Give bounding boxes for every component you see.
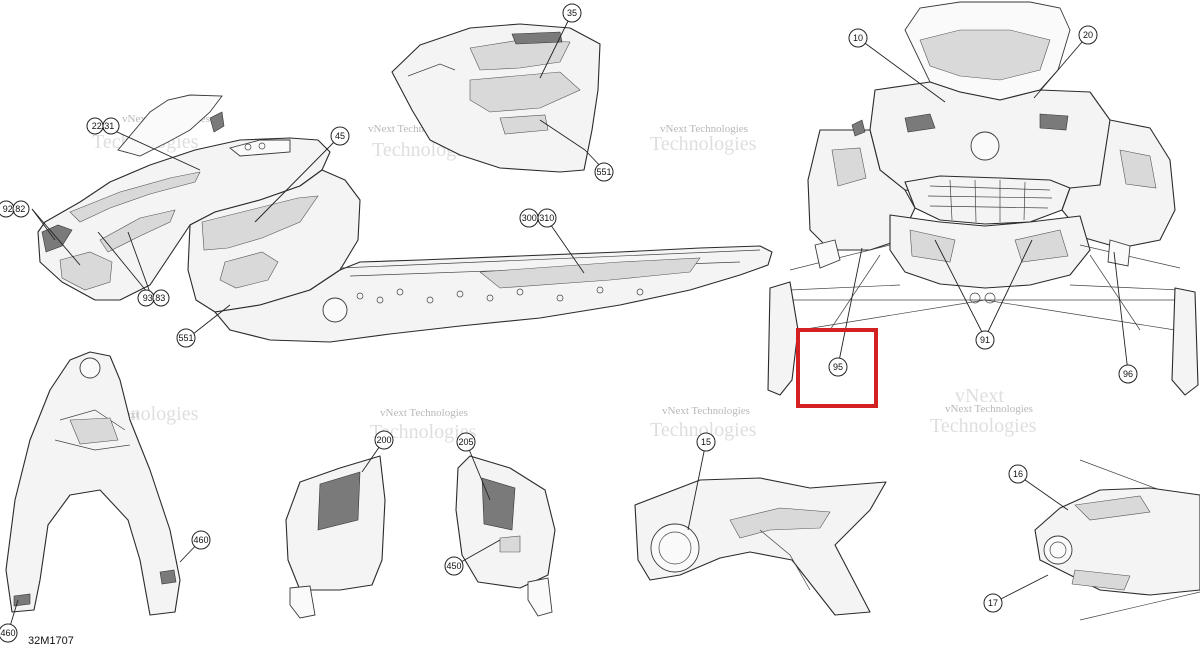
callout-number: 300,310 [522, 213, 555, 223]
callout-300-310[interactable]: 300,310 [519, 208, 557, 228]
console-small-drawing [1034, 459, 1200, 621]
callout-35[interactable]: 35 [562, 3, 582, 23]
callout-number: 92,82 [3, 204, 26, 214]
callout-number: 91 [980, 335, 990, 345]
watermark-text: vNext Technologies [945, 403, 1033, 415]
watermark-text: vNext Technologies [662, 405, 750, 417]
callout-number: 460 [0, 628, 15, 638]
callout-number: 551 [178, 333, 193, 343]
front-view-drawing [767, 1, 1199, 396]
callout-number: 35 [567, 8, 577, 18]
callout-number: 205 [458, 437, 473, 447]
callout-number: 16 [1013, 469, 1023, 479]
watermark-text: vNext [955, 385, 1004, 407]
callout-number: 20 [1083, 30, 1093, 40]
callout-number: 22,31 [92, 121, 115, 131]
watermark-text: vNext Technologies [660, 123, 748, 135]
grille-slats [927, 179, 1053, 223]
callout-number: 460 [193, 535, 208, 545]
tunnel-rivets [356, 286, 644, 304]
watermark-text: Technologies [370, 421, 477, 443]
side-body-panel-drawing [37, 94, 773, 343]
callout-number: 93,83 [143, 293, 166, 303]
callout-460-left[interactable]: 460 [0, 623, 18, 643]
callout-551-upper[interactable]: 551 [594, 162, 614, 182]
belly-pan-drawing [5, 351, 181, 616]
lower-side-panels-drawing [285, 455, 556, 619]
callout-91[interactable]: 91 [975, 330, 995, 350]
watermark-text: vNext Technologies [380, 407, 468, 419]
leader-lines [7, 12, 1129, 634]
callout-92-82[interactable]: 92,82 [0, 200, 30, 218]
callout-number: 95 [833, 362, 843, 372]
highlight-box [796, 328, 878, 408]
callout-45[interactable]: 45 [330, 126, 350, 146]
callout-number: 45 [335, 131, 345, 141]
callout-96[interactable]: 96 [1118, 364, 1138, 384]
callout-95[interactable]: 95 [828, 357, 848, 377]
callout-20[interactable]: 20 [1078, 25, 1098, 45]
callout-22-31[interactable]: 22,31 [86, 117, 120, 135]
callout-number: 200 [376, 435, 391, 445]
callout-93-83[interactable]: 93,83 [137, 289, 170, 307]
callout-460-right[interactable]: 460 [191, 530, 211, 550]
callout-16[interactable]: 16 [1008, 464, 1028, 484]
watermark-text: Technologies [650, 133, 757, 155]
drawing-reference-code: 32M1707 [28, 635, 74, 647]
callout-15[interactable]: 15 [696, 432, 716, 452]
callout-number: 551 [596, 167, 611, 177]
callout-205[interactable]: 205 [456, 432, 476, 452]
callout-551-lower[interactable]: 551 [176, 328, 196, 348]
callout-450[interactable]: 450 [444, 556, 464, 576]
callout-17[interactable]: 17 [983, 593, 1003, 613]
callout-number: 17 [988, 598, 998, 608]
console-drawing [634, 477, 887, 616]
callout-number: 96 [1123, 369, 1133, 379]
callout-number: 450 [446, 561, 461, 571]
callout-number: 10 [853, 33, 863, 43]
watermark-text: Technologies [650, 419, 757, 441]
callout-10[interactable]: 10 [848, 28, 868, 48]
watermark-text: Technologies [930, 415, 1037, 437]
callout-200[interactable]: 200 [374, 430, 394, 450]
callout-number: 15 [701, 437, 711, 447]
